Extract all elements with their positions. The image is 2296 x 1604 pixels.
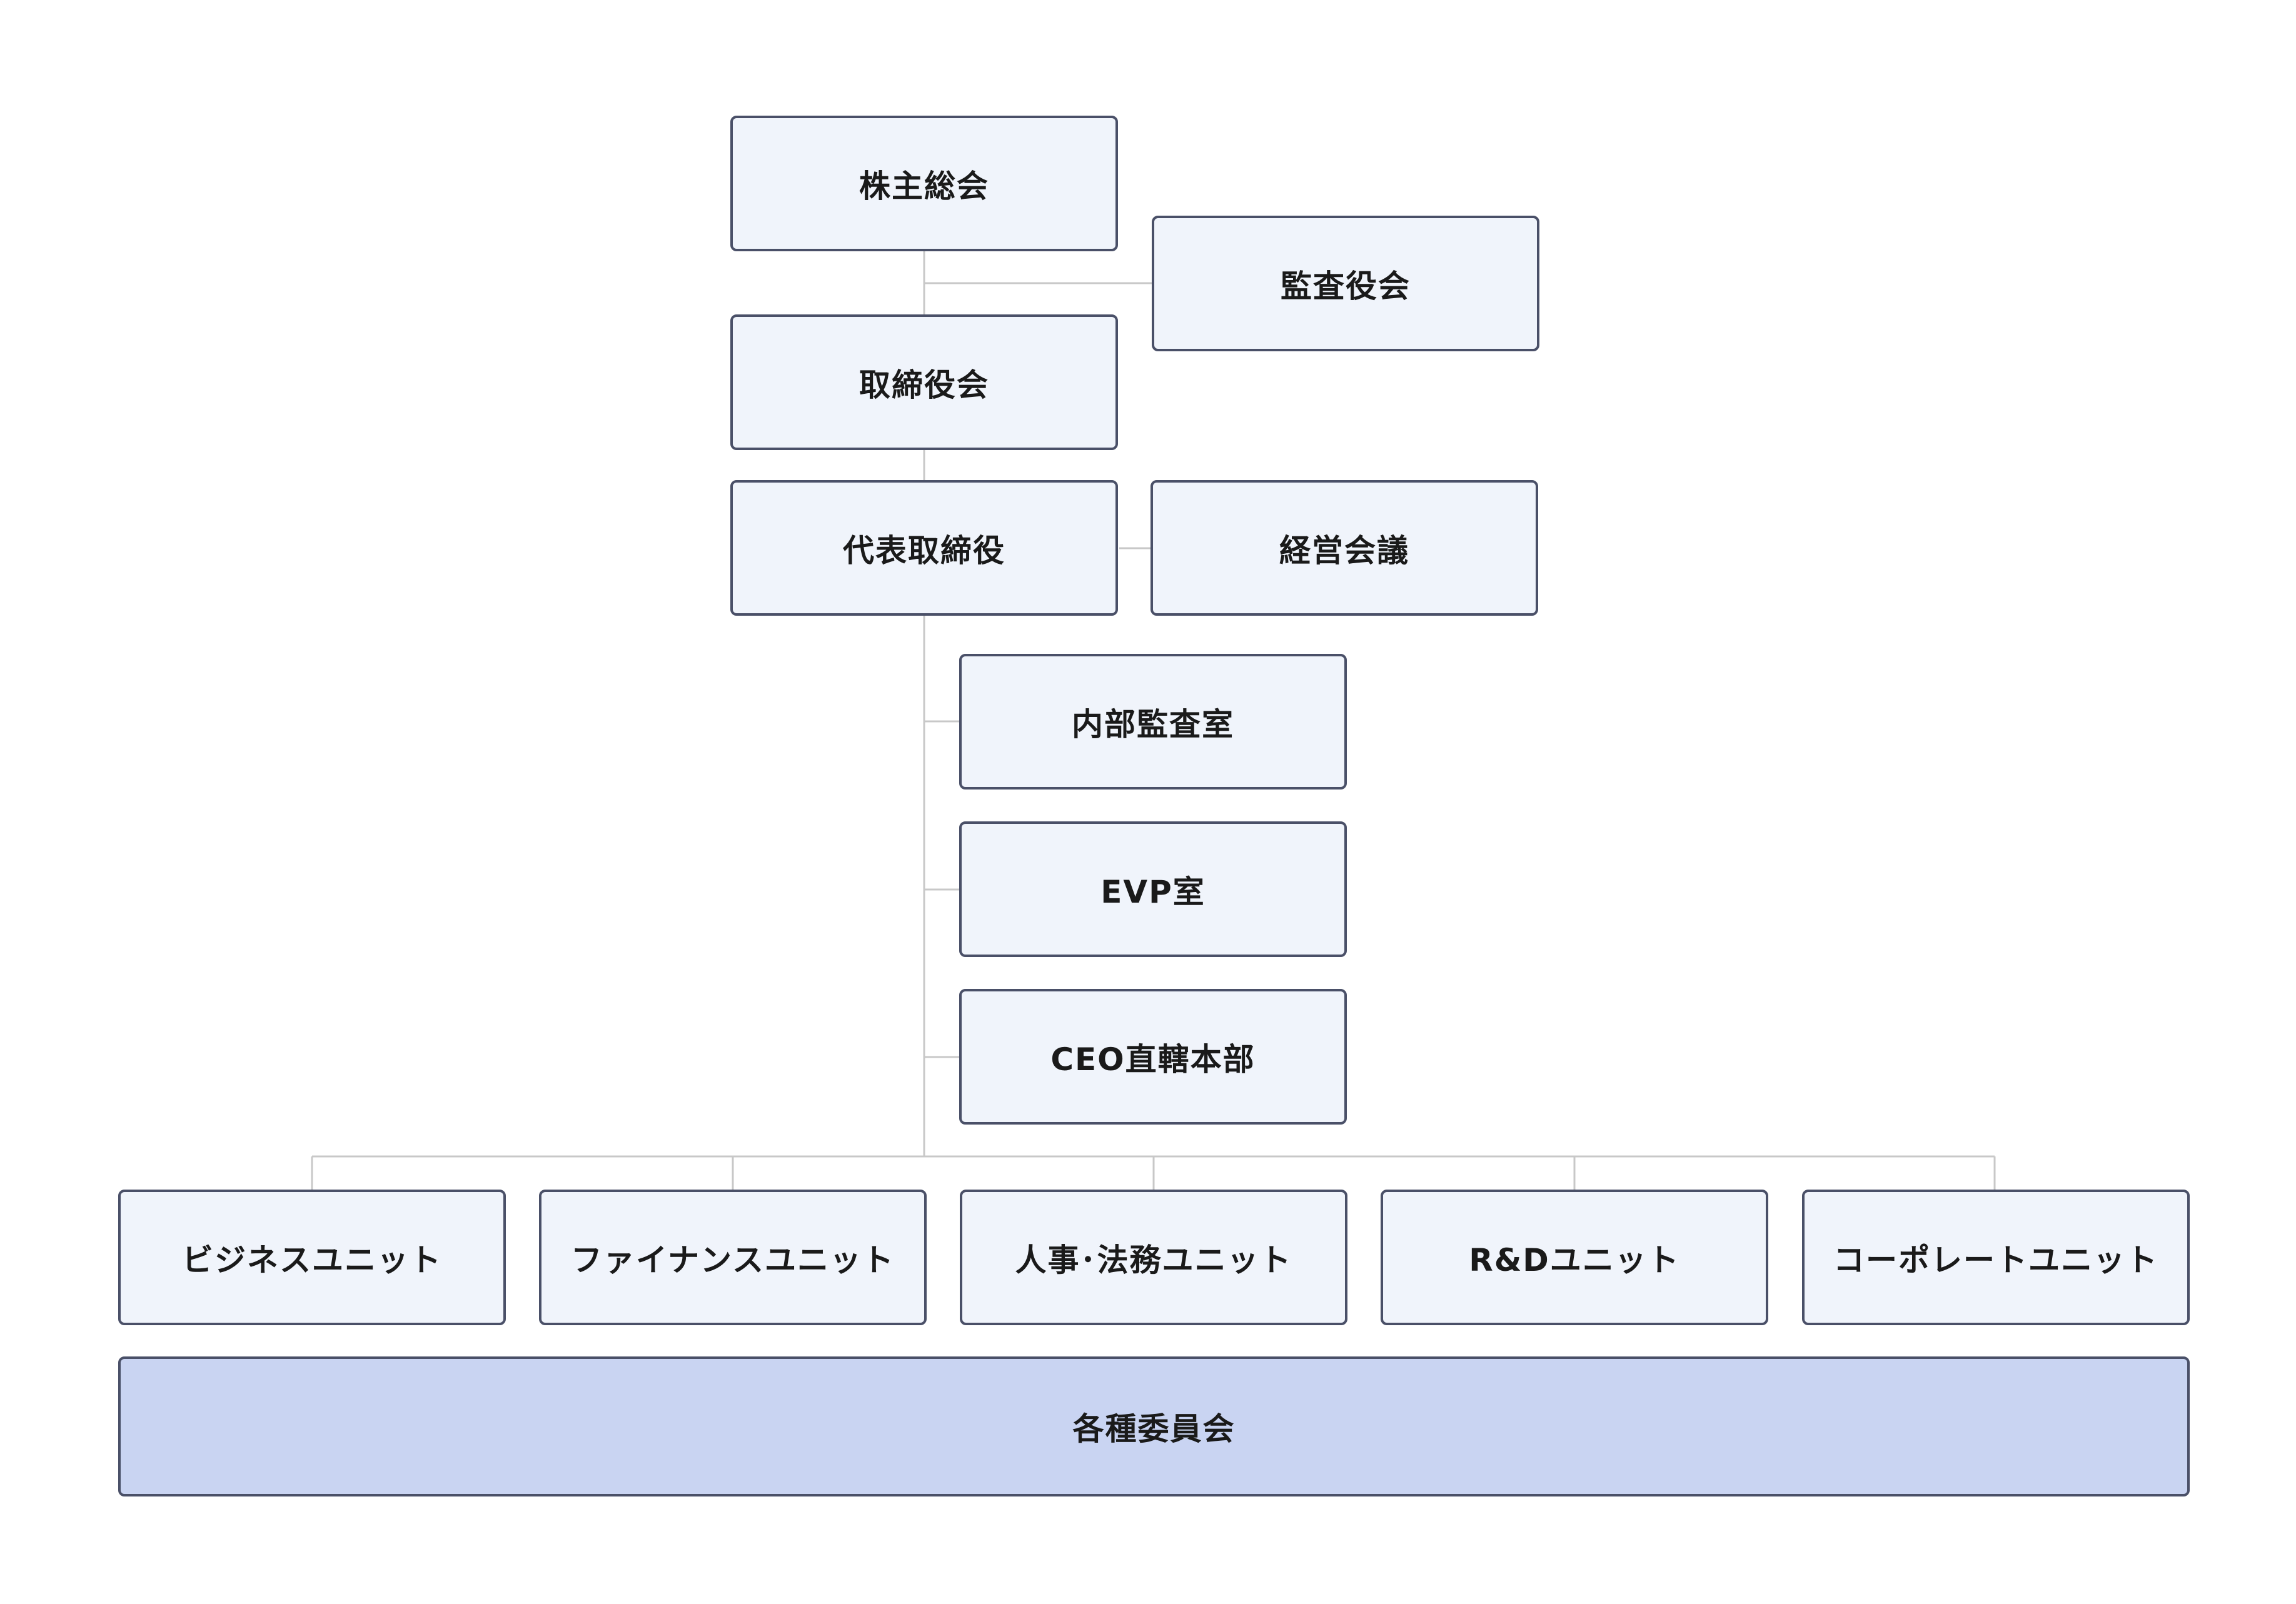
node-label: 人事･法務ユニット	[1015, 1241, 1292, 1278]
node-finance-unit: ファイナンスユニット	[539, 1190, 927, 1325]
node-evp-office: EVP室	[959, 821, 1347, 957]
node-representative-director: 代表取締役	[730, 480, 1118, 616]
node-label: CEO直轄本部	[1050, 1041, 1256, 1078]
node-label: 各種委員会	[1072, 1411, 1236, 1447]
node-label: ビジネスユニット	[182, 1241, 442, 1278]
node-label: 経営会議	[1279, 532, 1409, 569]
node-hr-legal-unit: 人事･法務ユニット	[960, 1190, 1347, 1325]
node-ceo-direct-division: CEO直轄本部	[959, 989, 1347, 1125]
node-audit-board: 監査役会	[1152, 216, 1539, 351]
node-internal-audit-office: 内部監査室	[959, 654, 1347, 789]
node-label: EVP室	[1100, 873, 1206, 910]
node-label: 代表取締役	[843, 532, 1005, 569]
node-label: 株主総会	[859, 168, 989, 204]
node-board-of-directors: 取締役会	[730, 314, 1118, 450]
node-label: 内部監査室	[1072, 706, 1234, 743]
node-business-unit: ビジネスユニット	[118, 1190, 506, 1325]
node-label: 取締役会	[859, 366, 989, 403]
node-label: 監査役会	[1281, 268, 1411, 304]
node-label: コーポレートユニット	[1833, 1241, 2158, 1278]
node-label: ファイナンスユニット	[571, 1241, 895, 1278]
node-corporate-unit: コーポレートユニット	[1802, 1190, 2190, 1325]
node-label: R&Dユニット	[1469, 1241, 1680, 1278]
node-shareholders-meeting: 株主総会	[730, 116, 1118, 251]
node-management-meeting: 経営会議	[1151, 480, 1538, 616]
node-committees: 各種委員会	[118, 1356, 2190, 1496]
node-rd-unit: R&Dユニット	[1381, 1190, 1768, 1325]
